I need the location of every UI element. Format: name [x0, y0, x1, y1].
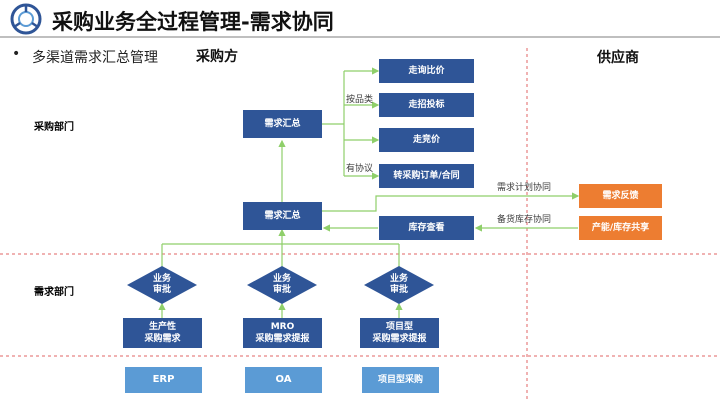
node-summary-bottom: 需求汇总	[243, 202, 322, 230]
edge-label-has-agreement: 有协议	[346, 164, 374, 174]
system-project-purchase: 项目型采购	[362, 367, 439, 393]
node-inventory-check: 库存查看	[379, 216, 474, 240]
node-tender: 走招投标	[379, 93, 474, 117]
edge-label-plan-collab: 需求计划协同	[497, 183, 552, 193]
bullet-dot: •	[12, 46, 21, 62]
node-capacity-share: 产能/库存共享	[579, 216, 662, 240]
row-label-purchasing: 采购部门	[34, 122, 74, 133]
node-request-project: 项目型 采购需求提报	[360, 318, 439, 348]
node-summary-top: 需求汇总	[243, 110, 322, 138]
edge-label-stock-collab: 备货库存协同	[497, 215, 552, 225]
buyer-column-heading: 采购方	[196, 49, 238, 65]
approval-label-1: 业务 审批	[152, 274, 171, 295]
approval-label-2: 业务 审批	[272, 274, 291, 295]
node-inquiry: 走询比价	[379, 59, 474, 83]
node-feedback: 需求反馈	[579, 184, 662, 208]
row-label-demand: 需求部门	[34, 287, 74, 298]
approval-label-3: 业务 审批	[389, 274, 408, 295]
edge-label-by-category: 按品类	[346, 95, 374, 105]
system-oa: OA	[245, 367, 322, 393]
node-to-order: 转采购订单/合同	[379, 164, 474, 188]
edge-to-feedback	[322, 192, 580, 212]
system-erp: ERP	[125, 367, 202, 393]
company-logo	[10, 3, 42, 35]
node-request-production: 生产性 采购需求	[123, 318, 202, 348]
node-request-mro: MRO 采购需求提报	[243, 318, 322, 348]
node-bidding: 走竞价	[379, 128, 474, 152]
page-title: 采购业务全过程管理-需求协同	[52, 10, 334, 34]
approval-diamond-1	[127, 266, 197, 304]
approval-diamond-3	[364, 266, 434, 304]
bullet-text: 多渠道需求汇总管理	[32, 50, 158, 66]
supplier-column-heading: 供应商	[597, 50, 639, 66]
title-underline	[0, 36, 720, 38]
approval-diamond-2	[247, 266, 317, 304]
